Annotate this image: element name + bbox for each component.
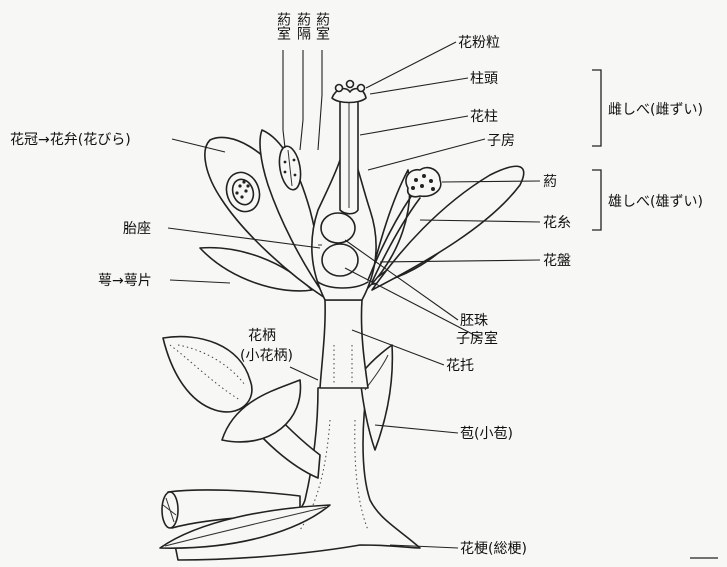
label-anther-septum: 葯隔 bbox=[295, 12, 311, 40]
label-pistil: 雌しべ(雌ずい) bbox=[608, 102, 703, 118]
label-bract: 苞(小苞) bbox=[460, 425, 513, 442]
pistil-bracket bbox=[592, 70, 601, 146]
label-disk: 花盤 bbox=[543, 253, 571, 269]
label-stigma: 柱頭 bbox=[470, 71, 498, 87]
label-style: 花柱 bbox=[470, 109, 498, 125]
label-filament: 花糸 bbox=[543, 215, 571, 231]
label-pedicel: 花柄 bbox=[248, 328, 276, 344]
label-corolla: 花冠→花弁(花びら) bbox=[10, 132, 131, 148]
flower-bud bbox=[163, 337, 252, 412]
pedicel-stalk bbox=[320, 300, 368, 388]
label-receptacle: 花托 bbox=[446, 358, 474, 374]
stamen-bracket bbox=[592, 170, 601, 230]
label-calyx: 萼→萼片 bbox=[98, 273, 152, 289]
label-anther-locule-2: 葯室 bbox=[314, 12, 330, 40]
label-placenta: 胎座 bbox=[123, 221, 151, 237]
label-ovary: 子房 bbox=[487, 133, 515, 149]
label-ovule: 胚珠 bbox=[460, 313, 488, 329]
label-anther-locule: 葯室 bbox=[275, 12, 291, 40]
label-locule: 子房室 bbox=[456, 330, 498, 347]
label-peduncle: 花梗(総梗) bbox=[460, 541, 527, 557]
ovule-upper bbox=[321, 213, 355, 243]
label-anther: 葯 bbox=[543, 174, 557, 190]
label-pedicel-sub: (小花柄) bbox=[240, 348, 293, 364]
stigma-head bbox=[332, 81, 366, 103]
label-stamen: 雄しべ(雄ずい) bbox=[608, 194, 703, 210]
label-pollen: 花粉粒 bbox=[458, 35, 500, 51]
ovule-lower bbox=[322, 244, 358, 276]
